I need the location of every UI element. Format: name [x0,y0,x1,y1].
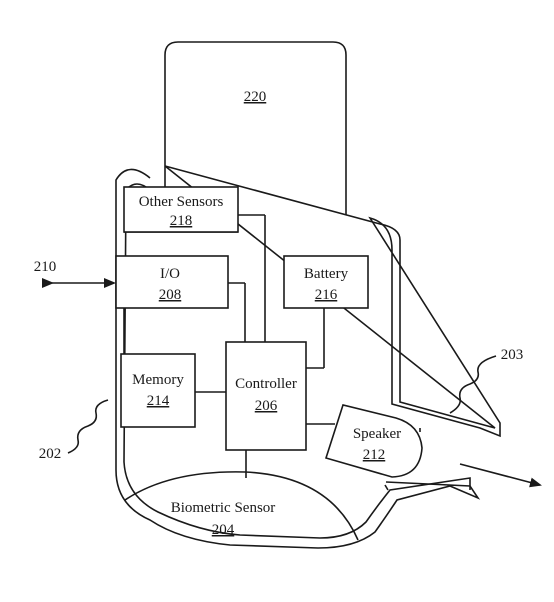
sound-port-leader-line [449,355,497,414]
biometric-sensor-dome [124,471,359,541]
speaker-label: Speaker [353,426,401,442]
memory-label: Memory [132,372,184,388]
controller-block [225,341,307,451]
io-number: 208 [159,287,182,303]
biometric-sensor-number: 204 [212,522,235,538]
memory-number: 214 [147,393,170,409]
housing-leader-line [67,399,109,454]
io-link-label: 210 [34,259,57,275]
speaker-number: 212 [363,447,386,463]
sound-output-arrow [459,463,542,488]
other-sensors-block [123,186,239,233]
controller-label: Controller [235,376,297,392]
other-sensors-label: Other Sensors [139,194,224,210]
battery-label: Battery [304,266,349,282]
top-component-220 [164,41,347,215]
io-block [115,255,229,309]
sound-port-label: 203 [501,347,524,363]
housing-label: 202 [39,446,62,462]
other-sensors-number: 218 [170,213,193,229]
speaker-block [324,404,423,478]
biometric-sensor-label: Biometric Sensor [171,500,276,516]
controller-number: 206 [255,398,278,414]
top-component-number: 220 [244,89,267,105]
housing-outer-outline [115,168,501,549]
battery-block [283,255,369,309]
io-label: I/O [160,266,180,282]
memory-block [120,353,196,428]
battery-number: 216 [315,287,338,303]
